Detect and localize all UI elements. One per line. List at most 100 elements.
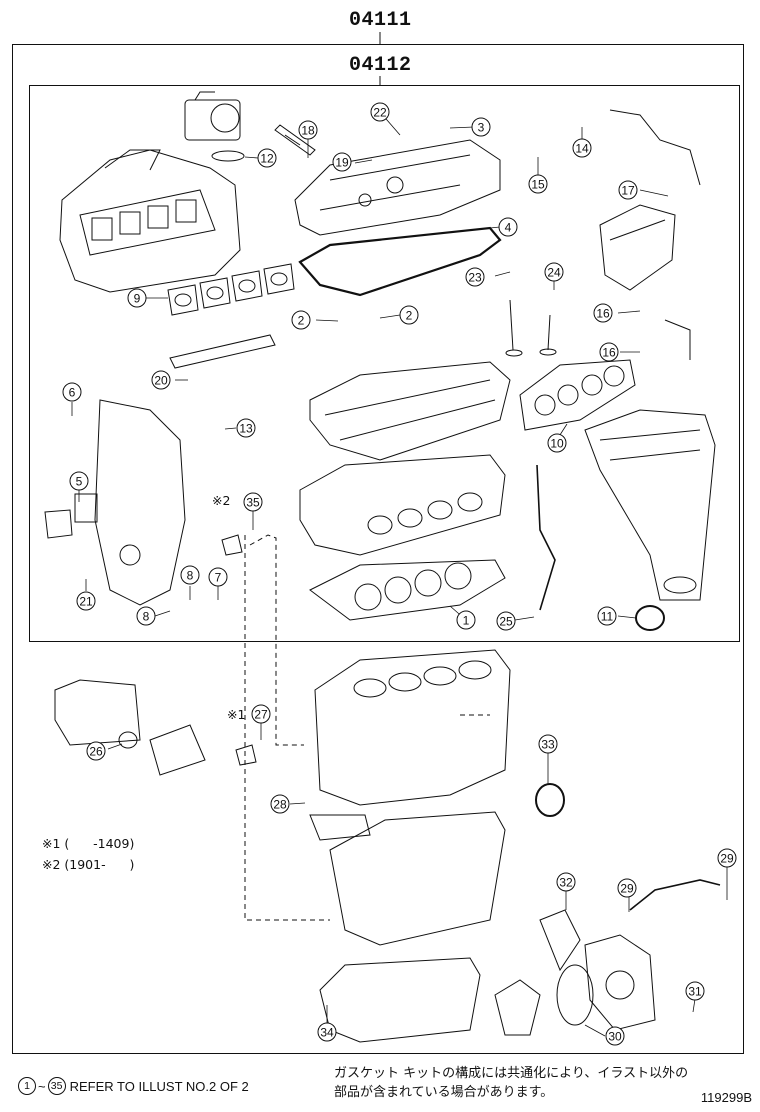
callout-circle [370,102,390,122]
inner-kit-frame [29,85,740,642]
intake-gasket-set-illustration [167,263,295,316]
small-gasket-shape [44,509,73,539]
oil-seal-26-shape [118,731,138,749]
callout-circle [465,267,485,287]
callout-circle [332,152,352,172]
callout-c21: 21 [76,591,96,611]
sensor-35-shape [221,534,243,556]
cylinder-head-illustration [299,454,506,556]
callout-circle [496,611,516,631]
callout-label: 4 [505,221,512,235]
oil-pan-upper-illustration [329,811,506,946]
callout-circle [471,117,491,137]
callout-c22: 22 [370,102,390,122]
callout-circle [151,370,171,390]
dashed-link-35-27 [249,534,304,746]
callout-label: 31 [688,985,702,999]
oil-pump-shape [494,979,541,1036]
oil-pipe-shape [629,879,721,911]
callout-circle [399,305,419,325]
callout-circle [599,342,619,362]
cylinder-block-illustration [314,649,511,806]
range-start-badge: 1 [18,1077,36,1095]
callout-circle [69,471,89,491]
callout-c6: 6 [62,382,82,402]
callout-circle [572,138,592,158]
callout-circle [236,418,256,438]
callout-label: 26 [89,745,103,759]
callout-circle [270,794,290,814]
callout-circle [605,1026,625,1046]
callout-label: 13 [239,422,253,436]
callout-c13: 13 [236,418,256,438]
document-id: 119299B [700,1090,752,1105]
water-bypass-pipe-shape [664,319,691,360]
callout-circle [298,120,318,140]
callout-c5: 5 [69,471,89,491]
callout-label: 22 [373,106,387,120]
water-pump-illustration [584,934,656,1031]
rear-oil-seal-shape [535,783,565,817]
callout-label: 2 [298,314,305,328]
callout-circle [291,310,311,330]
callout-c10: 10 [547,433,567,453]
front-oil-seal-shape [635,605,665,631]
dashed-link-block [244,535,330,921]
callout-c23: 23 [465,267,485,287]
callout-c35: 35 [243,492,263,512]
callout-c7: 7 [208,567,228,587]
callout-c4: 4 [498,217,518,237]
callout-c17: 17 [618,180,638,200]
callout-label: 16 [596,307,610,321]
callout-c15: 15 [528,174,548,194]
callout-circle [547,433,567,453]
o-ring-12-shape [211,150,245,162]
callout-c25: 25 [496,611,516,631]
japanese-note: ガスケット キットの構成には共通化により、イラスト以外の 部品が含まれている場合… [334,1066,689,1100]
callout-circle [528,174,548,194]
footnote-1: ※1 ( -1409) [42,836,135,851]
callout-c32: 32 [556,872,576,892]
callout-circle [456,610,476,630]
pcv-hose-shape [609,109,701,186]
heat-shield-illustration [599,204,676,291]
callout-circle [498,217,518,237]
callout-circle [317,1022,337,1042]
callout-c16b: 16 [599,342,619,362]
cam-position-shape [309,814,371,841]
callout-label: 35 [246,496,260,510]
marker-2-label: ※2 [212,493,231,508]
gasket-5-shape [74,493,98,523]
callout-c11: 11 [597,606,617,626]
callout-label: 14 [575,142,589,156]
exhaust-manifold-converter-illustration [584,409,716,601]
callout-circle [717,848,737,868]
callout-label: 2 [406,309,413,323]
callout-label: 23 [468,271,482,285]
callout-label: 20 [154,374,168,388]
leader-lines [71,111,728,1037]
callout-label: 32 [559,876,573,890]
fuel-injector-illustration [274,124,316,156]
callout-c33: 33 [538,734,558,754]
callout-label: 16 [602,346,616,360]
exhaust-manifold-gasket-illustration [519,359,636,431]
callout-label: 30 [608,1030,622,1044]
callout-circle [257,148,277,168]
callout-label: 29 [720,852,734,866]
callout-label: 18 [301,124,315,138]
callout-label: 6 [69,386,76,400]
callout-circle [86,741,106,761]
callout-label: 15 [531,178,545,192]
callout-c34: 34 [317,1022,337,1042]
callout-c19: 19 [332,152,352,172]
callout-c2a: 2 [291,310,311,330]
callout-circle [617,878,637,898]
callout-label: 19 [335,156,349,170]
callout-label: 17 [621,184,635,198]
footer-reference: 1 ~ 35 REFER TO ILLUST NO.2 OF 2 [18,1077,249,1095]
callout-c20: 20 [151,370,171,390]
callout-circle [597,606,617,626]
cylinder-head-cover-illustration [294,139,501,236]
timing-cover-gasket-shape [54,679,141,746]
